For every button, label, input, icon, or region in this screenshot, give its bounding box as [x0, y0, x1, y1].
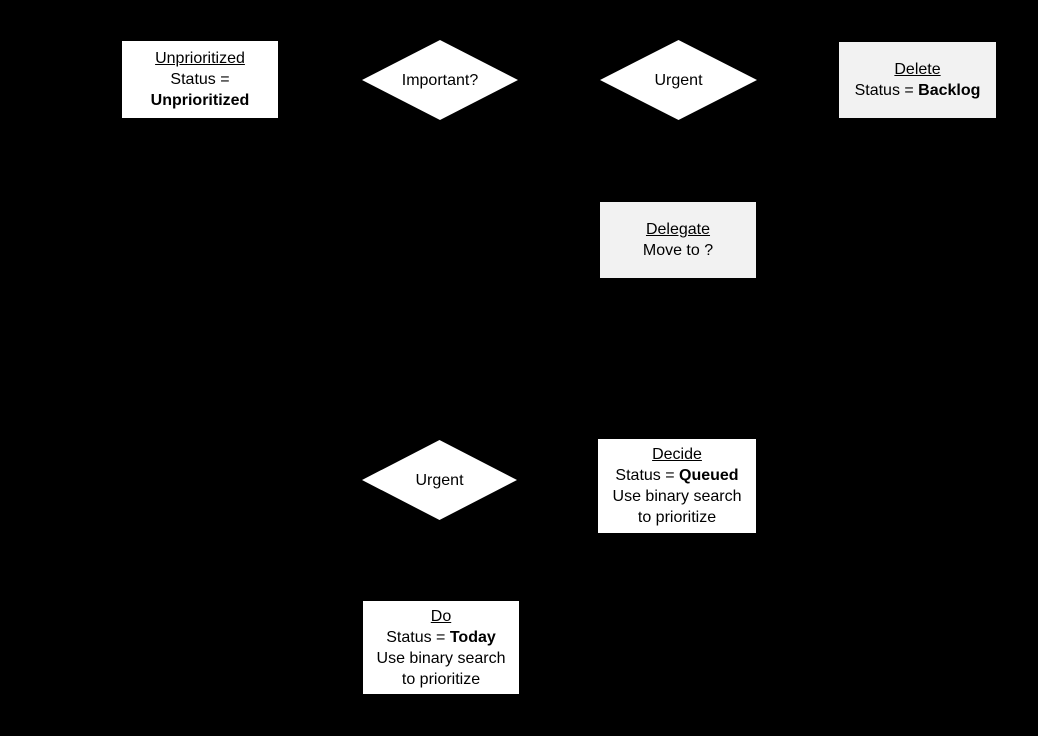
node-unprioritized: Unprioritized Status = Unprioritized [121, 40, 279, 119]
node-decide: Decide Status = Queued Use binary search… [597, 438, 757, 534]
decision-urgent-top: Urgent [600, 40, 757, 120]
node-status-line: Status = Today [386, 627, 496, 648]
node-title: Unprioritized [155, 50, 245, 67]
node-detail-line: Use binary search [376, 649, 506, 667]
node-status-line: Status = Backlog [855, 80, 981, 101]
node-detail-line: Use binary search [612, 488, 742, 505]
node-status-value: Today [449, 628, 496, 646]
decision-important: Important? [362, 40, 518, 120]
node-title: Delete [894, 61, 941, 78]
decision-urgent-bottom: Urgent [362, 440, 517, 520]
decision-label: Urgent [654, 71, 703, 89]
node-status-value: Unprioritized [150, 92, 250, 109]
node-status-label: Status = [615, 467, 680, 484]
decision-label: Urgent [415, 471, 464, 489]
node-delete: Delete Status = Backlog [838, 41, 997, 119]
node-detail-line: Move to ? [642, 242, 714, 259]
node-status-label: Status = [854, 82, 919, 99]
node-delegate: Delegate Move to ? [599, 201, 757, 279]
node-do: Do Status = Today Use binary search to p… [362, 600, 520, 695]
node-title: Delegate [645, 221, 711, 238]
node-status-value: Backlog [918, 82, 981, 99]
node-status-label: Status = [386, 628, 450, 646]
node-status-label: Status = [170, 71, 230, 88]
node-title: Decide [652, 446, 702, 463]
decision-label: Important? [401, 71, 479, 89]
node-status-line: Status = Queued [615, 465, 738, 486]
node-status-value: Queued [679, 467, 739, 484]
node-detail-line: to prioritize [401, 670, 481, 688]
node-detail-line: to prioritize [637, 509, 717, 526]
node-title: Do [430, 607, 452, 625]
